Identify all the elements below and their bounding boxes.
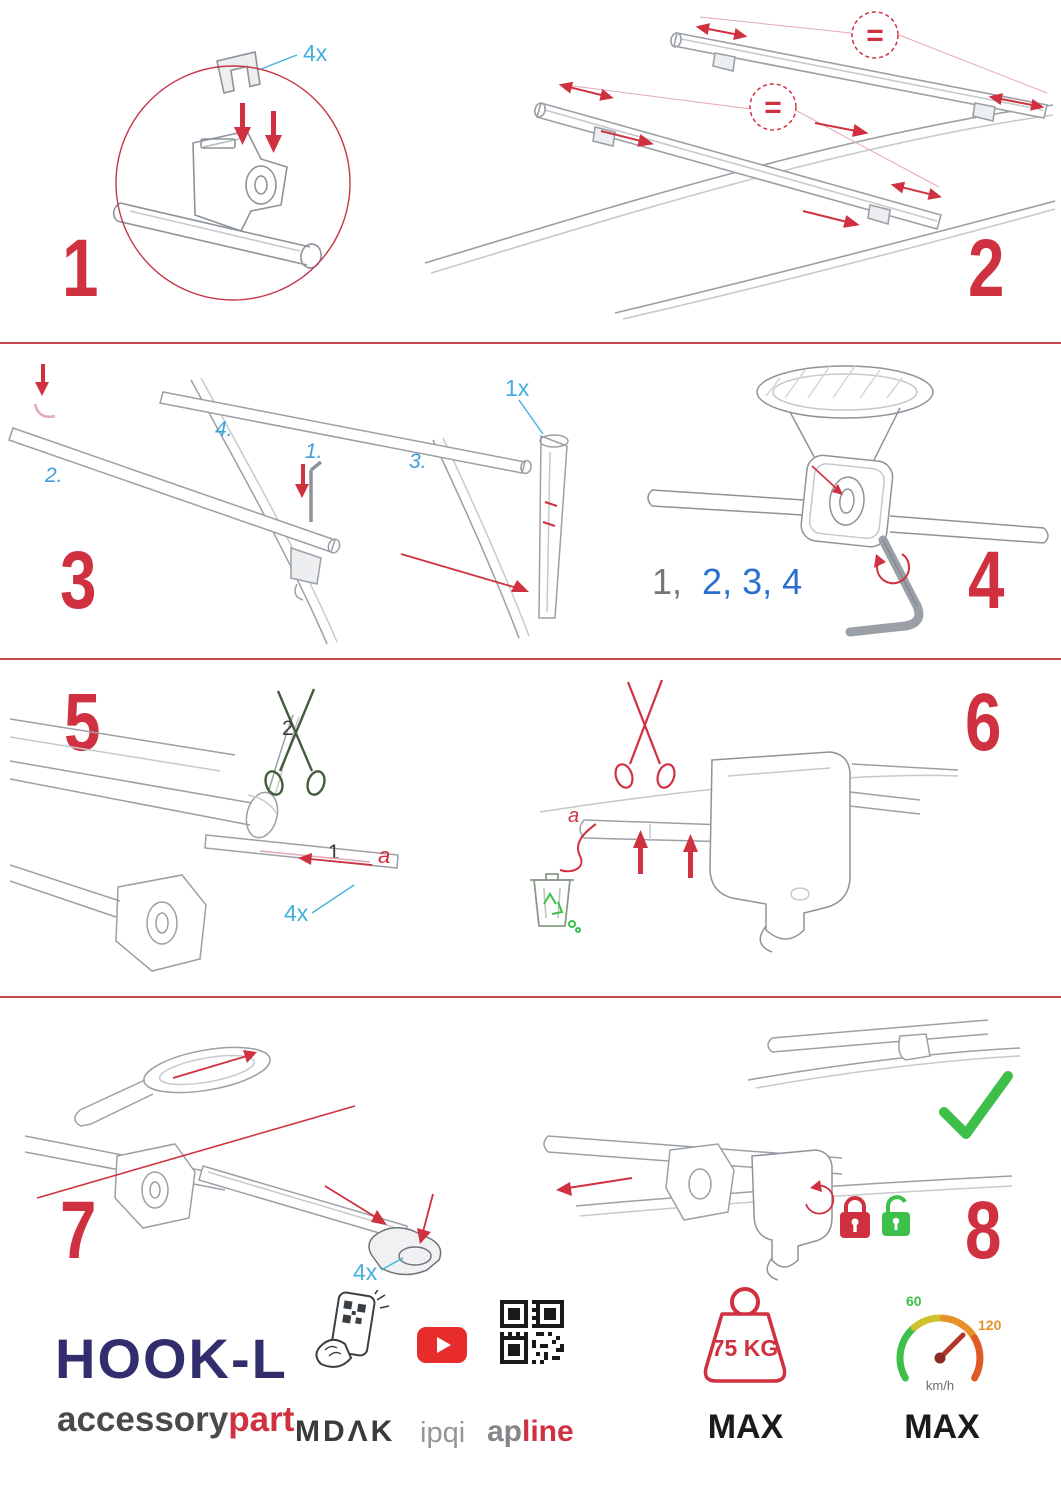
- step7-endcap-drawing: [25, 1046, 442, 1276]
- step7-number: 7: [60, 1185, 97, 1276]
- weight-value-label: 75 KG: [712, 1335, 778, 1361]
- step5-qty-leader-line: [311, 884, 355, 914]
- speedometer-arcs: [896, 1314, 984, 1382]
- step6-bracket-drawing: [539, 751, 959, 953]
- step5-illustration: 2 1 a 4x: [10, 688, 399, 972]
- step4-number: 4: [968, 535, 1005, 626]
- brand-first: accessory: [57, 1400, 229, 1439]
- step5-scissors-icon: [264, 688, 326, 796]
- step5-number: 5: [64, 677, 101, 768]
- step4-sequence-text: 1, 2, 3, 4: [652, 561, 802, 602]
- step7-qty-label: 4x: [353, 1259, 378, 1285]
- step8-red-arrows: [556, 1177, 835, 1215]
- step1-qty-leader-line: [260, 54, 298, 70]
- step6-number: 6: [965, 677, 1002, 768]
- step6-label-a: a: [568, 805, 579, 827]
- step5-label-two: 2: [282, 717, 294, 740]
- speed-low-label: 60: [906, 1293, 922, 1309]
- step1-insert-bracket: [216, 51, 261, 94]
- step3-sub3-label: 3.: [409, 450, 427, 473]
- step3-qty-label: 1x: [505, 375, 530, 401]
- step3-sub4-label: 4.: [215, 418, 233, 441]
- step2-equal-circles: [749, 11, 899, 131]
- step6-cut-strap: [559, 823, 597, 873]
- divider-1: [0, 342, 1061, 344]
- step5-red-arrow: [259, 850, 373, 866]
- step3-sub1-label: 1.: [305, 440, 323, 463]
- weight-max-label: MAX: [707, 1408, 784, 1446]
- step2-illustration: = =: [424, 11, 1055, 320]
- step3-number: 3: [60, 535, 97, 626]
- step1-magnifier-circle: [115, 65, 351, 301]
- step2-measure-arrows: [558, 23, 1045, 228]
- step3-sub2-label: 2.: [44, 464, 63, 487]
- step3-assembly-drawing: [8, 377, 569, 645]
- step1-insert-arrows: [234, 103, 282, 153]
- speed-unit-label: km/h: [926, 1378, 954, 1393]
- locked-padlock-icon: [840, 1196, 870, 1238]
- recycle-icon: [543, 892, 581, 933]
- max-weight-icon: 75 KG: [703, 1287, 787, 1383]
- step5-label-one: 1: [328, 841, 340, 864]
- step6-scissors-icon: [614, 679, 676, 789]
- logo-apline: apline: [487, 1415, 574, 1449]
- phone-scan-icon: [315, 1290, 390, 1368]
- step1-illustration: 4x: [112, 40, 351, 301]
- step4-turn-arrows: [811, 465, 911, 585]
- unlocked-padlock-icon: [882, 1195, 910, 1236]
- step5-rail-drawing: [10, 714, 399, 972]
- step8-illustration: [543, 1019, 1021, 1281]
- step8-lock-drawing: [543, 1019, 1021, 1281]
- logo-apline-second: line: [522, 1415, 574, 1448]
- step4-seq-first: 1,: [652, 561, 682, 602]
- step3-allen-key: [309, 460, 323, 522]
- brand-wordmark: accessorypart: [57, 1400, 294, 1440]
- brand-second: part: [228, 1400, 295, 1439]
- step2-equal-sign-mid: =: [764, 91, 782, 124]
- logo-mdak: MDΛK: [295, 1415, 396, 1448]
- step2-number: 2: [968, 223, 1005, 314]
- speed-high-label: 120: [978, 1317, 1002, 1333]
- step6-illustration: a: [530, 679, 959, 953]
- speedometer-icon: 60 120 km/h: [896, 1293, 1002, 1393]
- step6-trash-bin-icon: [530, 873, 581, 933]
- step2-equal-sign-top: =: [866, 19, 884, 52]
- step1-qty-label: 4x: [303, 40, 328, 66]
- step3-illustration: 2. 4. 1. 3. 1x: [8, 364, 569, 645]
- logo-apline-first: ap: [487, 1415, 523, 1448]
- step4-clamp-closeup: [647, 365, 1049, 637]
- divider-2: [0, 658, 1061, 660]
- step3-qty-leader-line: [518, 399, 544, 435]
- step4-seq-rest: 2, 3, 4: [702, 561, 802, 602]
- step3-red-marks: [33, 364, 558, 592]
- step1-clamp-drawing: [112, 130, 322, 269]
- step5-label-a: a: [378, 843, 390, 868]
- speedometer-hub: [934, 1352, 946, 1364]
- step6-up-arrows: [633, 830, 698, 878]
- youtube-icon: [417, 1327, 467, 1363]
- product-name: HOOK-L: [55, 1327, 288, 1390]
- divider-3: [0, 996, 1061, 998]
- step7-illustration: 4x: [25, 1046, 442, 1285]
- step4-illustration: 1, 2, 3, 4: [647, 365, 1049, 637]
- step5-qty-label: 4x: [284, 900, 309, 926]
- step8-number: 8: [965, 1185, 1002, 1276]
- step7-red-marks: [36, 1050, 434, 1244]
- step1-number: 1: [62, 223, 99, 314]
- checkmark-icon: [939, 1071, 1013, 1139]
- speed-max-label: MAX: [904, 1408, 980, 1446]
- step7-qty-leader-line: [380, 1257, 404, 1271]
- logo-ipqi: ipqi: [420, 1417, 466, 1449]
- qr-code: [500, 1300, 564, 1364]
- step2-bars-and-rails: [424, 32, 1055, 320]
